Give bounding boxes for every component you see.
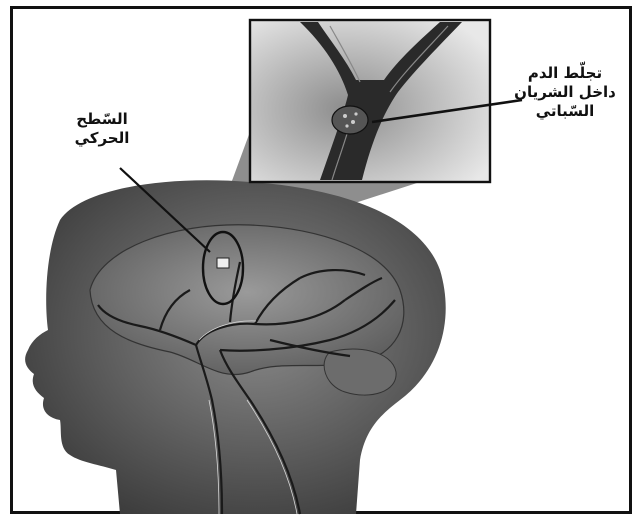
clot-label: تجلّط الدم داخل الشريان السّباتي bbox=[500, 64, 630, 120]
clot-label-line-2: داخل الشريان bbox=[500, 83, 630, 102]
motor-cortex-spot bbox=[217, 258, 229, 268]
clot bbox=[332, 106, 368, 134]
motor-cortex-label-line-1: السّطح bbox=[62, 110, 142, 129]
motor-cortex-label: السّطح الحركي bbox=[62, 110, 142, 148]
clot-label-line-3: السّباتي bbox=[500, 102, 630, 121]
clot-label-line-1: تجلّط الدم bbox=[500, 64, 630, 83]
motor-cortex-label-line-2: الحركي bbox=[62, 129, 142, 148]
